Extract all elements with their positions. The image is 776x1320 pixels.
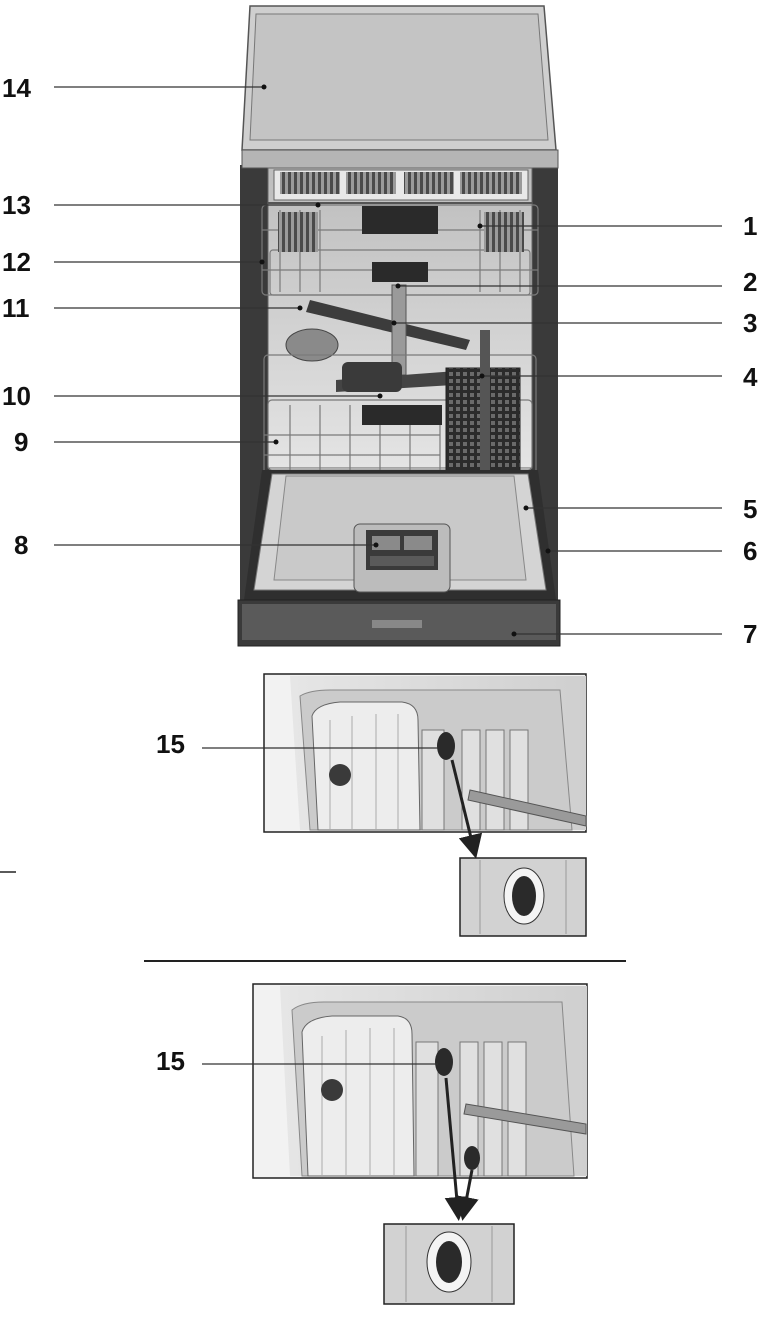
callout-9: 9 [14, 427, 29, 457]
detergent-dispenser [353, 523, 451, 593]
callout-2: 2 [743, 267, 758, 297]
callout-11: 11 [2, 293, 30, 323]
leader-lines-main [54, 86, 722, 635]
callout-6: 6 [743, 536, 758, 566]
upper-rack [261, 204, 539, 296]
callout-15-bottom: 15 [156, 1046, 185, 1076]
lower-spray-arm [336, 284, 470, 392]
filter-detail-view-1 [263, 673, 587, 859]
callout-1: 1 [743, 211, 758, 241]
filter-closeup-1 [459, 857, 587, 937]
callout-5: 5 [743, 494, 758, 524]
callout-13: 13 [2, 190, 31, 220]
callout-12: 12 [2, 247, 31, 277]
callout-8: 8 [14, 530, 29, 560]
cutlery-basket [445, 330, 521, 490]
filter-detail-view-2 [252, 983, 588, 1221]
callout-15-top: 15 [156, 729, 185, 759]
dishwasher-front-view [237, 5, 561, 647]
callout-7: 7 [743, 619, 758, 649]
leader-dots [259, 84, 551, 637]
upper-spray-arm [306, 300, 470, 350]
callout-3: 3 [743, 308, 758, 338]
callout-14: 14 [2, 73, 31, 103]
filter-closeup-2 [383, 1223, 515, 1305]
callout-4: 4 [743, 362, 758, 392]
callout-10: 10 [2, 381, 31, 411]
cutlery-tray [268, 169, 532, 204]
